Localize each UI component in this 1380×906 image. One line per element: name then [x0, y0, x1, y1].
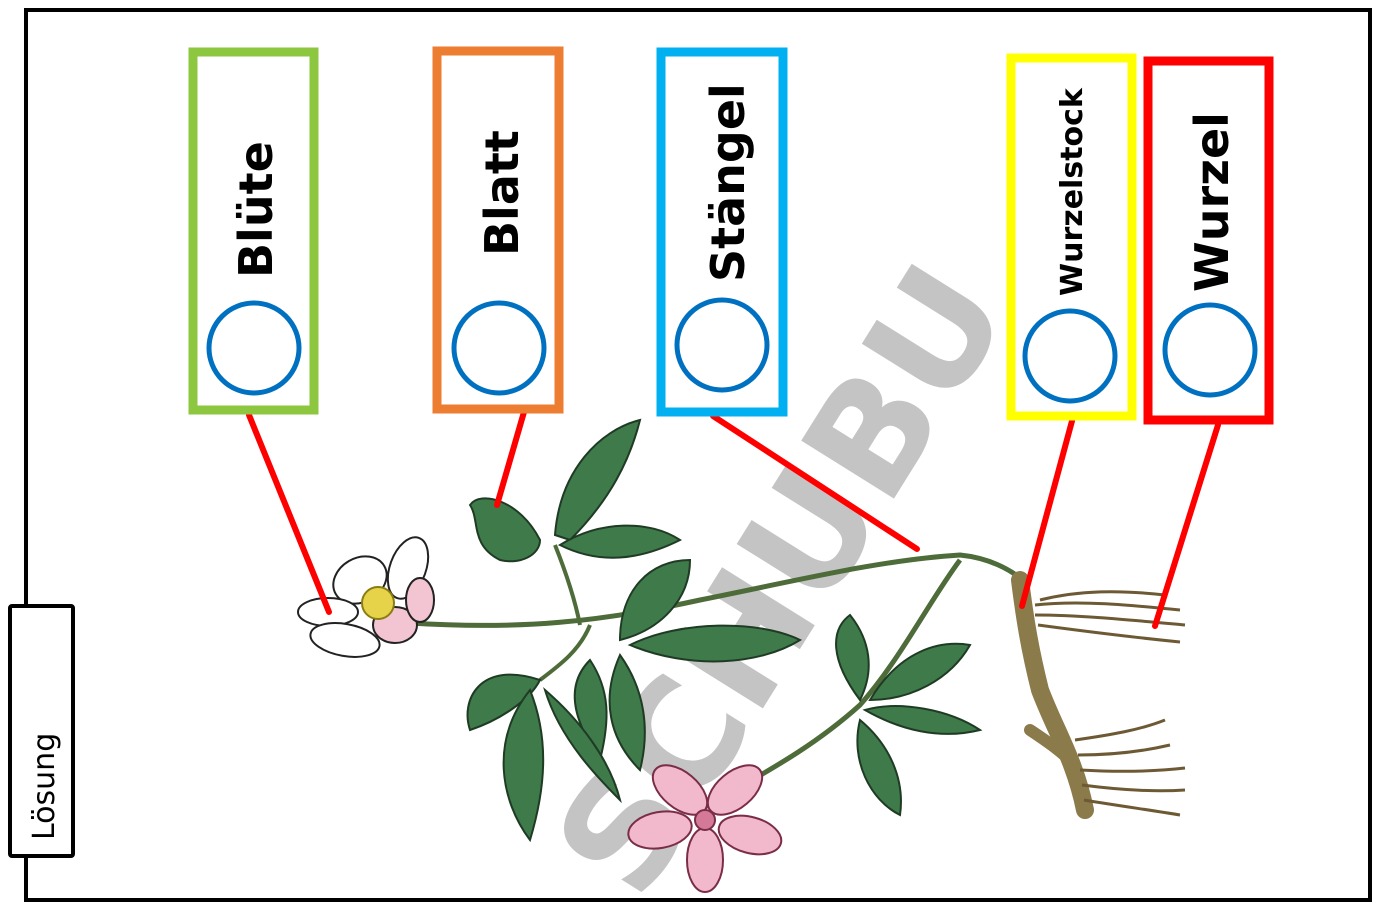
answer-circle-bluete[interactable]	[206, 300, 302, 396]
answer-circle-wurzelstock[interactable]	[1022, 308, 1118, 404]
label-box-staengel: Stängel	[656, 47, 788, 417]
label-bluete: Blüte	[229, 141, 283, 278]
plant-illustration	[297, 418, 1186, 893]
label-box-bluete: Blüte	[188, 47, 319, 415]
label-wurzelstock: Wurzelstock	[1055, 87, 1090, 296]
connector-blatt	[494, 409, 527, 508]
solution-tab-label: Lösung	[27, 733, 62, 840]
label-blatt: Blatt	[475, 130, 529, 256]
answer-circle-blatt[interactable]	[451, 300, 547, 396]
answer-circle-staengel[interactable]	[674, 297, 770, 393]
label-wurzel: Wurzel	[1185, 112, 1239, 292]
white-flower	[297, 536, 435, 658]
answer-circle-wurzel[interactable]	[1162, 302, 1258, 398]
connector-bluete	[246, 412, 332, 615]
pink-flower	[627, 764, 783, 893]
label-box-blatt: Blatt	[432, 46, 564, 414]
label-box-wurzel: Wurzel	[1143, 56, 1274, 425]
label-staengel: Stängel	[701, 83, 755, 282]
solution-tab: Lösung	[8, 604, 75, 858]
connector-staengel	[710, 413, 920, 552]
label-box-wurzelstock: Wurzelstock	[1006, 53, 1137, 421]
connector-wurzelstock	[1019, 418, 1075, 609]
connector-lines	[246, 409, 1221, 629]
connector-wurzel	[1152, 422, 1221, 629]
